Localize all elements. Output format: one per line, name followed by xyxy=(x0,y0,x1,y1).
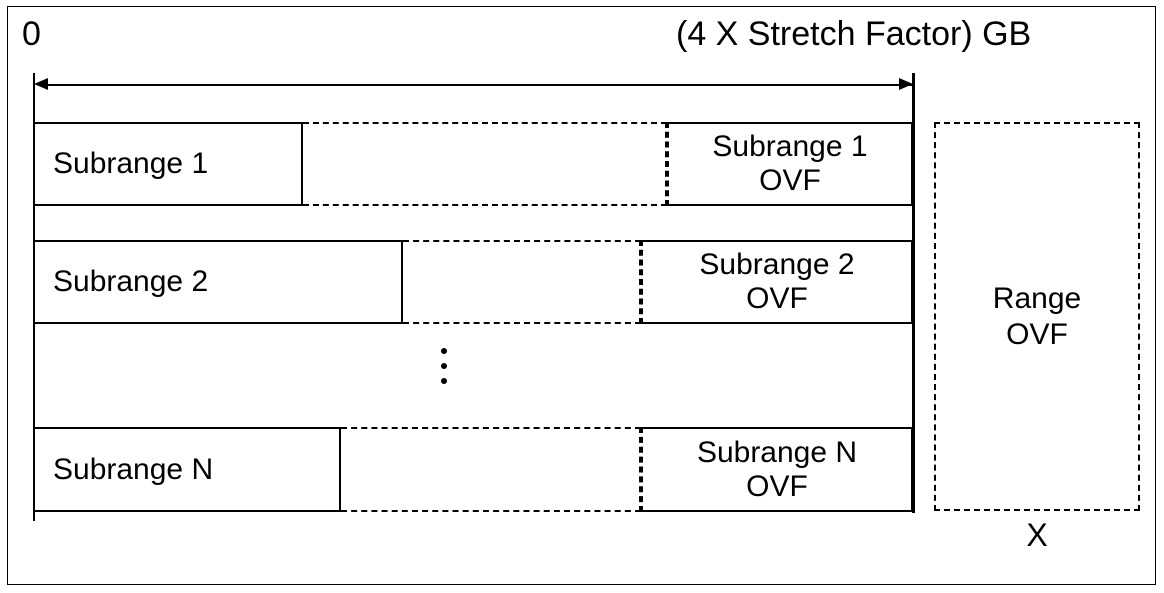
range-overflow-line2: OVF xyxy=(1006,317,1068,351)
span-arrow-line xyxy=(40,84,912,86)
subrange-1-allocated: Subrange 1 xyxy=(33,122,303,206)
subrange-1-stretch xyxy=(303,122,667,206)
subrange-n-overflow-line2: OVF xyxy=(746,469,808,503)
range-overflow-box: Range OVF xyxy=(934,122,1140,511)
subrange-2-overflow-line1: Subrange 2 xyxy=(699,248,855,281)
arrow-head-right-icon xyxy=(899,78,913,90)
axis-label-capacity: (4 X Stretch Factor) GB xyxy=(676,15,1032,53)
subrange-n-stretch xyxy=(341,427,641,512)
range-overflow-line1: Range xyxy=(992,281,1082,315)
axis-label-zero: 0 xyxy=(22,15,41,53)
vertical-ellipsis-icon xyxy=(441,348,447,384)
subrange-2-label: Subrange 2 xyxy=(53,265,209,298)
table-row: Subrange 1 Subrange 1 OVF xyxy=(33,122,913,206)
subrange-n-allocated: Subrange N xyxy=(33,427,341,512)
subrange-n-overflow-line1: Subrange N xyxy=(696,435,858,469)
diagram-outer-frame xyxy=(7,6,1156,585)
subrange-n-overflow: Subrange N OVF xyxy=(641,427,913,512)
subrange-1-overflow: Subrange 1 OVF xyxy=(667,122,913,206)
subrange-2-overflow-line2: OVF xyxy=(746,282,808,315)
table-row: Subrange 2 Subrange 2 OVF xyxy=(33,240,913,324)
subrange-1-overflow-line1: Subrange 1 xyxy=(712,130,868,163)
subrange-2-allocated: Subrange 2 xyxy=(33,240,403,324)
table-row: Subrange N Subrange N OVF xyxy=(33,427,913,512)
subrange-1-overflow-line2: OVF xyxy=(759,164,821,197)
range-overflow-caption: X xyxy=(1026,517,1048,553)
subrange-2-stretch xyxy=(403,240,641,324)
range-right-boundary xyxy=(912,73,915,513)
subrange-1-label: Subrange 1 xyxy=(53,147,209,180)
subrange-n-label: Subrange N xyxy=(53,452,214,486)
subrange-2-overflow: Subrange 2 OVF xyxy=(641,240,913,324)
arrow-head-left-icon xyxy=(34,78,48,90)
